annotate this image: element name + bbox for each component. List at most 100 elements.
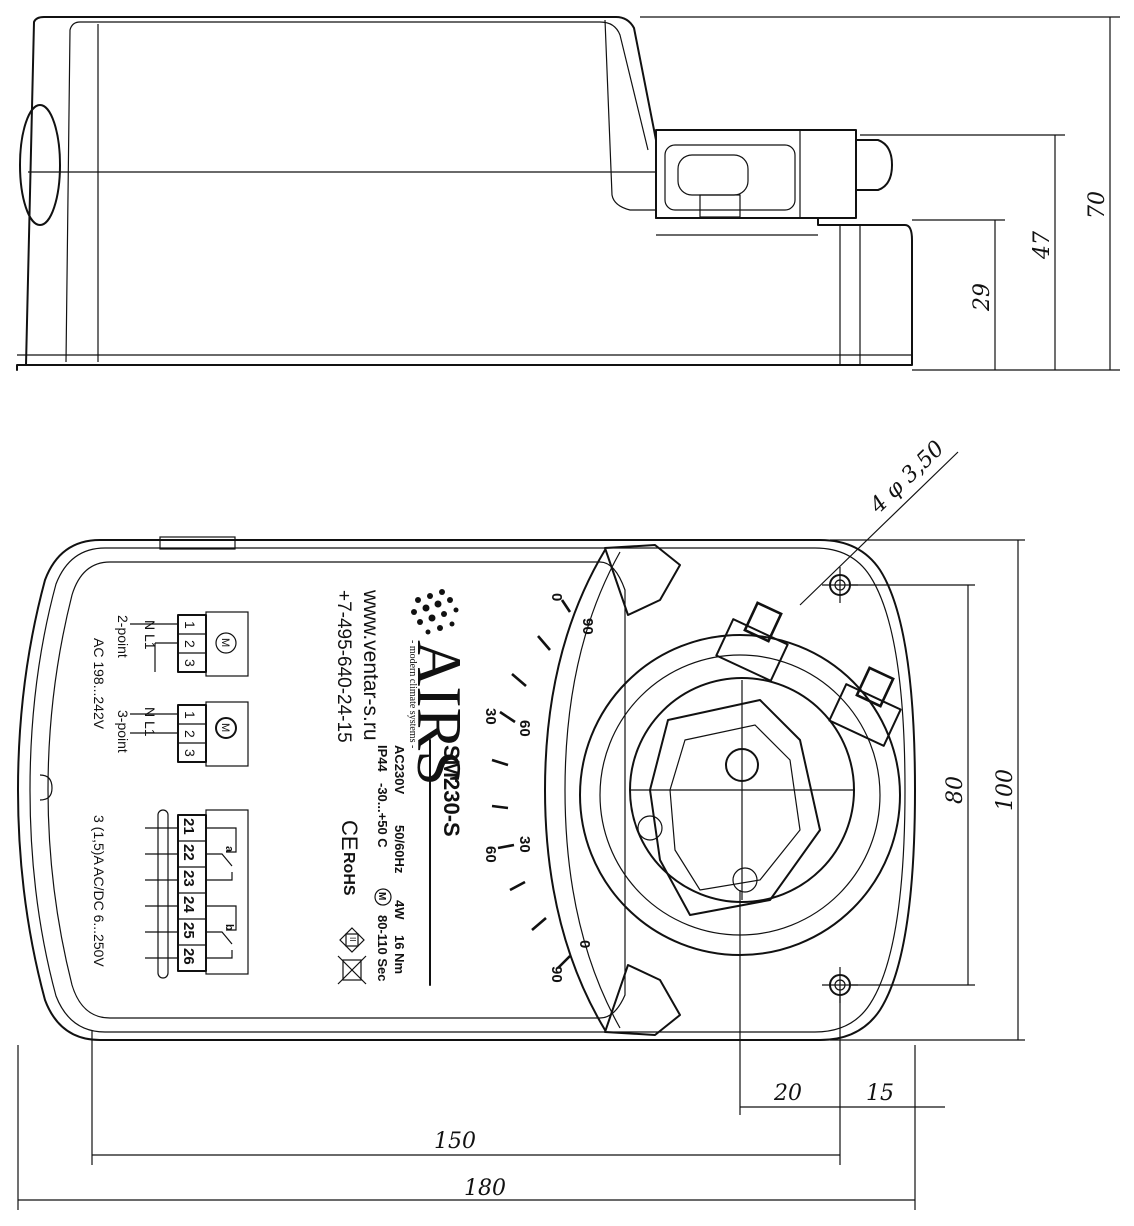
terminal-label: 3 [182,659,198,667]
brand-logo [411,589,459,635]
top-side-nub [39,774,53,801]
dim-hole-span-width: 80 [943,776,968,804]
wire-labels: N L1 [142,707,158,737]
dim-shaft-to-hole: 20 [773,1081,802,1106]
side-clamp [655,129,857,219]
motor-label: M [219,723,231,732]
terminal-label: 1 [182,621,198,629]
terminal-label: 1 [182,711,198,719]
spec-voltage: AC230V [392,745,407,794]
scale-label: 60 [516,720,533,737]
top-notch [159,536,236,550]
shaft-clamp-assembly [544,544,902,1036]
clamp-guide-bottom [604,964,681,1036]
terminal-label: 23 [180,870,197,887]
scale-tick [491,804,509,810]
side-shaft-tip [855,139,893,191]
side-housing [16,16,913,371]
spec-runtime: 80-110 Sec [375,915,390,982]
scale-tick [509,880,526,892]
scale-label: 0 [576,940,593,948]
cable-bundle [157,809,169,979]
clamp-bolt [855,666,895,708]
top-view: 180 150 20 15 100 80 4 φ 3,50 [17,436,1025,1210]
clamp-bolt [743,601,783,643]
spec-ip: IP44 [375,745,390,773]
terminal-label: 3 [182,749,198,757]
weee-bin-icon [337,955,367,985]
mount-hole-bottom [822,967,858,1003]
dim-shaft-height: 47 [1030,231,1055,260]
supply-voltage: AC 198...242V [91,638,107,730]
class-ii-icon [339,927,365,953]
spec-motor: M [376,892,387,900]
side-clamp-inner [664,144,796,211]
side-shell-line [604,19,656,211]
shaft-ring-outer [579,634,901,956]
dim-hole-span-length: 150 [434,1129,476,1154]
scale-label: 60 [482,846,499,863]
side-view: 70 47 29 [16,16,1120,371]
spec-frequency: 50/60Hz [392,825,407,874]
brand-tagline: - modern climate systems - [407,640,418,748]
scale-tick [497,843,515,850]
dim-base-height: 29 [970,283,995,312]
scale-tick [511,673,527,687]
side-cable-port [19,104,61,226]
website: www.ventar-s.ru [359,589,382,741]
top-housing-inner [29,547,906,1033]
switch-b-label: b [223,924,235,931]
terminal-label: 2 [182,730,198,738]
phone-number: +7-495-640-24-15 [333,590,354,743]
terminal-label: 22 [180,844,197,861]
wiring-caption: 3-point [115,710,131,753]
scale-tick [537,635,551,651]
aux-rating: 3 (1,5)A AC/DC 6...250V [91,815,107,967]
spec-torque: 16 Nm [392,935,407,974]
scale-tick [557,955,571,969]
spec-row-2: IP44 -30...+50 C M 80-110 Sec [374,745,392,982]
dim-hole-to-edge: 15 [866,1081,894,1106]
hole-leader [799,451,959,606]
switch-a-label: a [223,846,235,853]
top-housing-outer [17,539,916,1041]
wiring-aux-switches: 21 22 23 24 25 26 a b [145,809,249,979]
top-label-panel [47,561,626,1019]
wiring-3-point: 1 2 3 M N L1 3-point [115,701,249,767]
terminal-label: 21 [180,818,197,835]
scale-label: 90 [548,966,565,983]
terminal-label: 25 [180,922,197,939]
ce-mark: CE [337,820,362,851]
scale-label: 30 [516,836,533,853]
spec-power: 4W [392,900,407,920]
scale-tick [531,917,547,931]
rohs-mark: RoHS [340,852,357,896]
spec-row-1: AC230V 50/60Hz 4W 16 Nm [392,745,407,974]
motor-symbol-icon [374,888,392,906]
shaft-ring-inner [599,654,881,936]
motor-label: M [219,638,231,647]
motor-icon [215,717,237,739]
dim-total-height: 70 [1085,191,1110,219]
class-ii-mark: II [348,937,357,941]
shaft-clamp-body [649,699,821,916]
side-shell-line [65,21,649,363]
side-clamp-inner [699,194,741,218]
scale-tick [499,710,516,724]
wiring-caption: 2-point [115,615,131,658]
clamp-guide-arc [544,549,606,1031]
wire-labels: N L1 [142,620,158,650]
scale-tick [491,758,509,767]
product-label: AIRS - modern climate systems - SM230-S … [333,589,475,986]
terminal-label: 2 [182,640,198,648]
mount-hole-top [822,567,858,603]
terminal-label: 24 [180,896,197,913]
angle-scale: 0 90 60 30 30 60 0 90 [482,593,596,983]
scale-label: 0 [548,593,565,601]
dim-hole-spec: 4 φ 3,50 [865,436,950,519]
dim-overall-length: 180 [464,1176,506,1201]
brand-name: AIRS [404,640,475,786]
model-number: SM230-S [439,745,464,837]
motor-icon [215,632,237,654]
